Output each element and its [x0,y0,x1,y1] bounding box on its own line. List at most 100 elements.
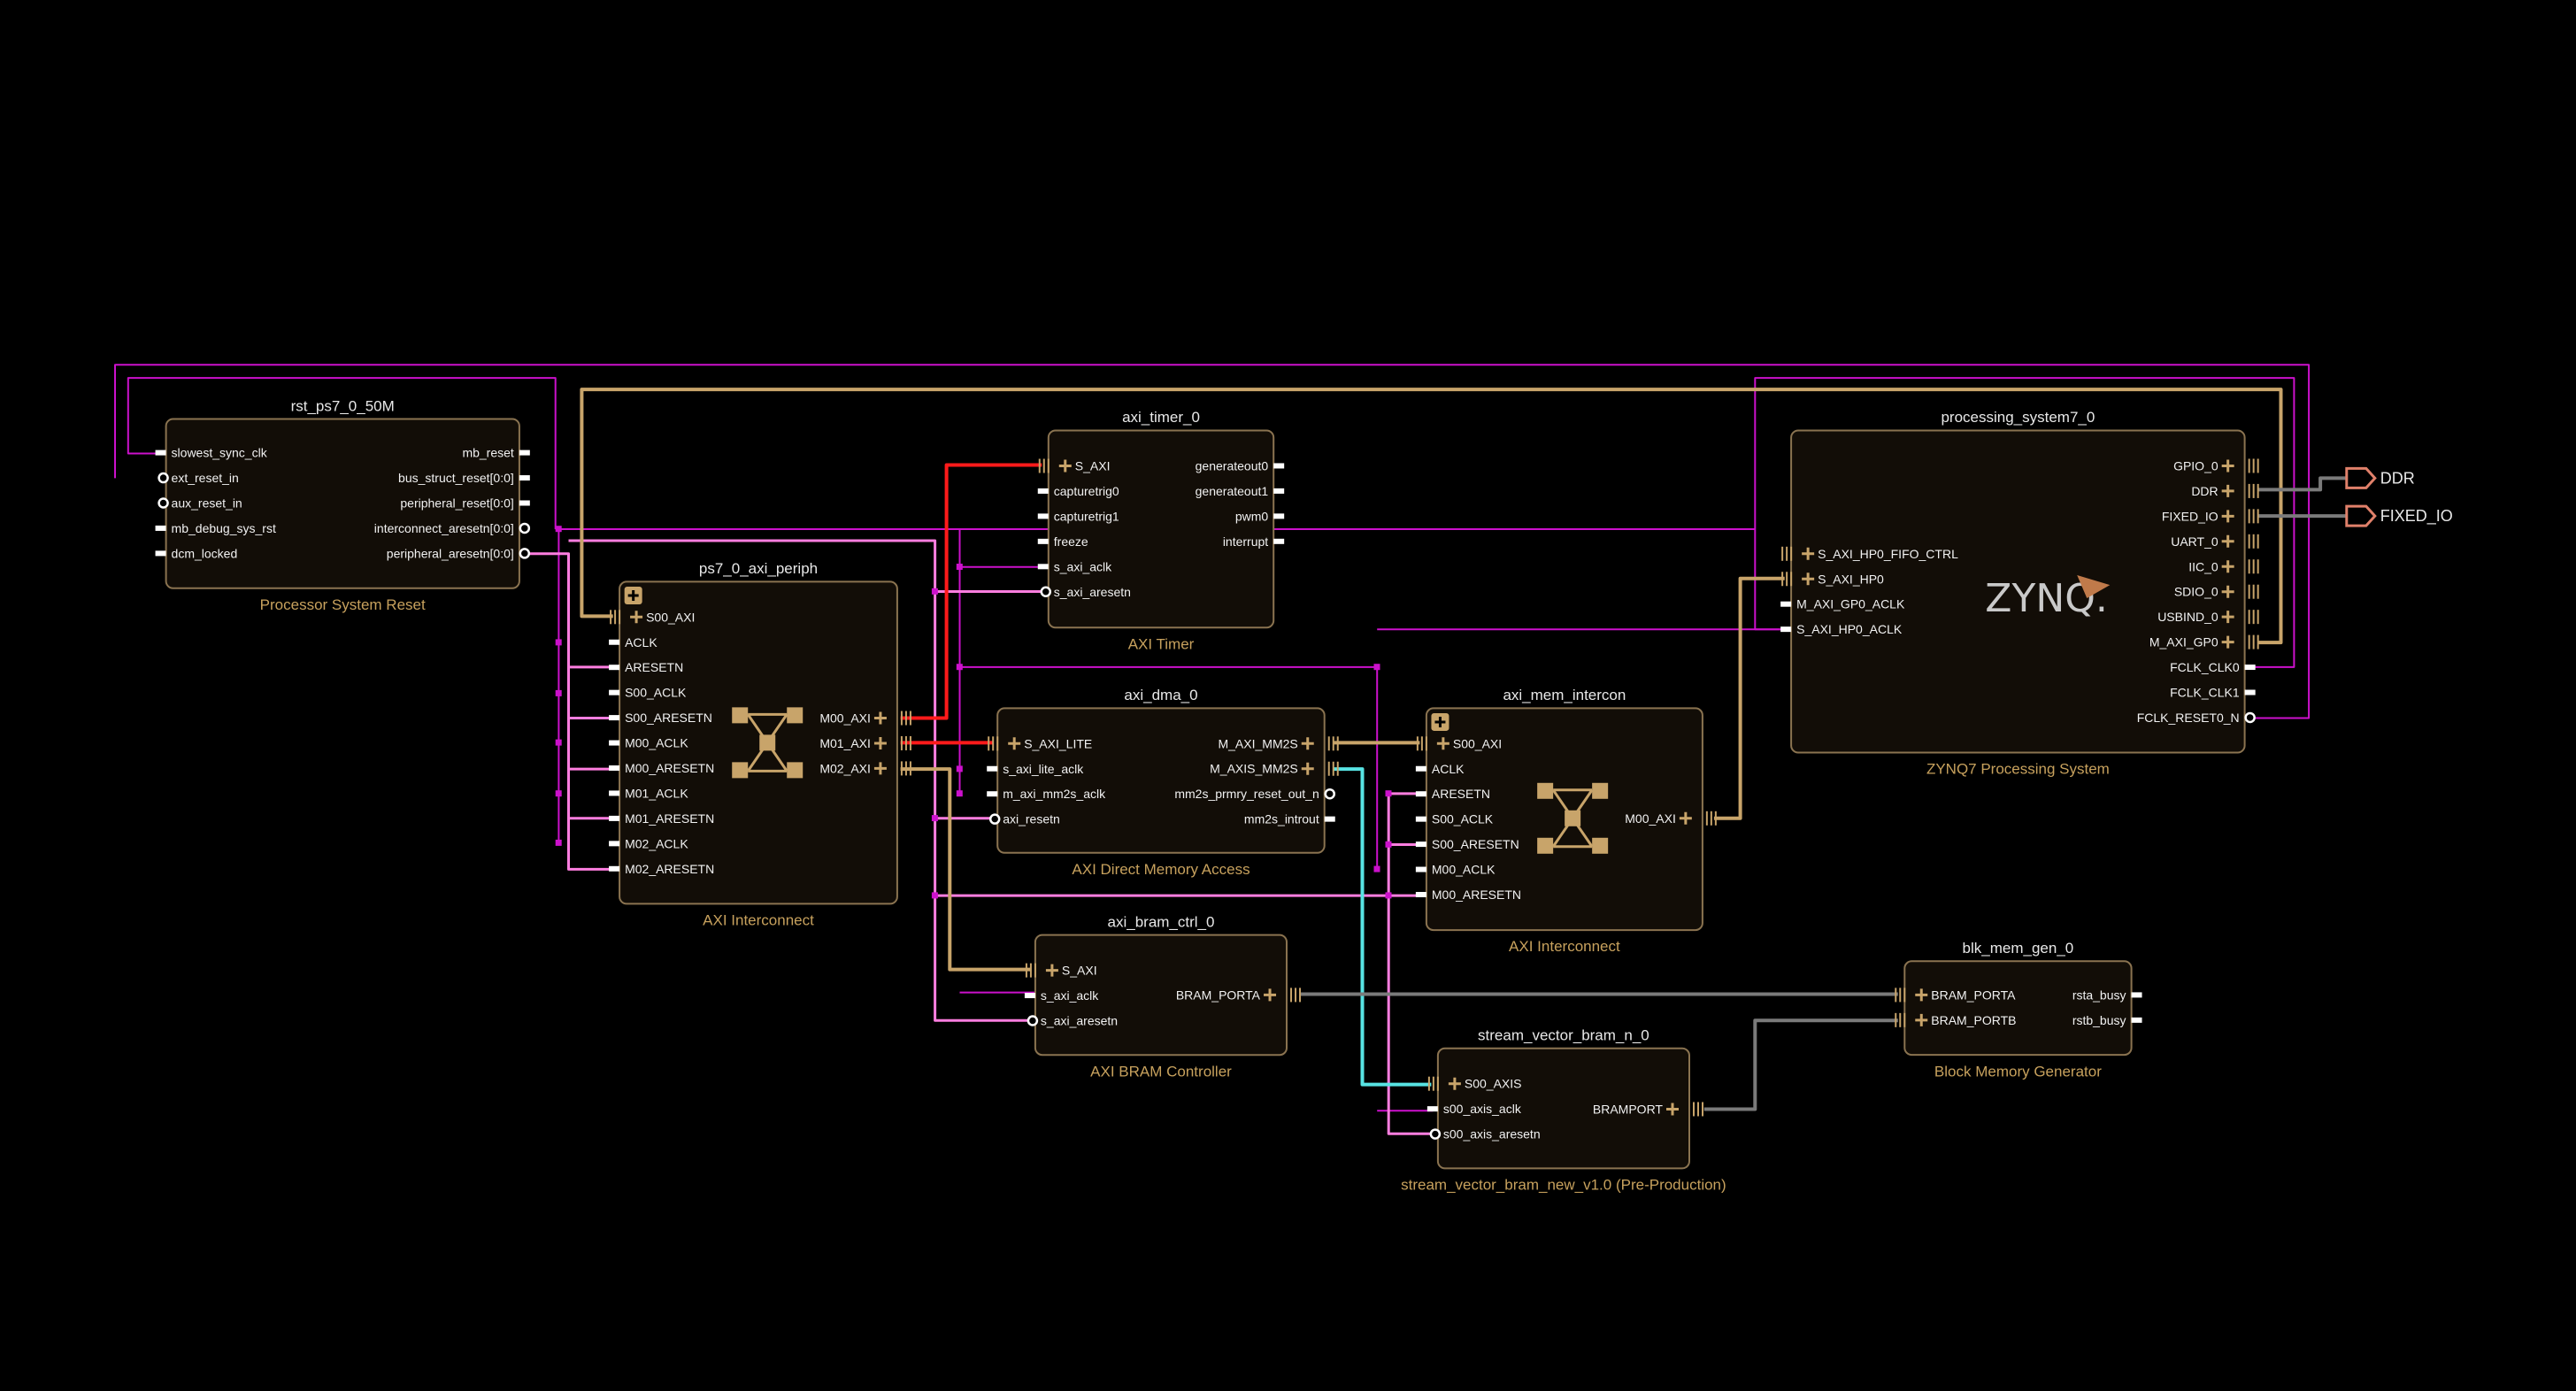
bus-plus-icon [2221,510,2234,523]
axis-stream-bus[interactable] [1333,767,1432,1087]
m-axi-gp0-bus[interactable] [580,388,2283,645]
peripheral-aresetn-net[interactable] [568,539,1035,1022]
port-pin[interactable] [519,500,530,506]
port-pin-active-low[interactable] [158,472,169,484]
block-body[interactable] [1425,707,1703,932]
external-port-fixed_io[interactable]: FIXED_IO [2345,504,2453,527]
port-pin[interactable] [155,450,166,456]
port-pin-active-low[interactable] [1324,788,1335,800]
external-port-icon[interactable] [2345,504,2377,527]
crossbar-icon [732,707,804,779]
port-pin[interactable] [1780,601,1792,607]
block-body[interactable] [1047,429,1275,629]
port-pin[interactable] [2244,665,2256,671]
port-pin[interactable] [1324,816,1335,822]
port-label: S_AXI_HP0_FIFO_CTRL [1818,547,1958,561]
port-pin[interactable] [1273,463,1285,469]
external-port-icon[interactable] [2345,466,2377,489]
clock-net-rst[interactable] [127,377,557,529]
port-label: slowest_sync_clk [172,446,268,460]
port-pin[interactable] [1415,866,1426,872]
port-pin[interactable] [609,715,620,721]
block-subtitle: ZYNQ7 Processing System [1926,761,2110,778]
port-pin[interactable] [609,790,620,796]
port-pin[interactable] [609,865,620,872]
port-pin[interactable] [1426,1106,1438,1112]
mem-to-hp0-bus[interactable] [1713,576,1785,820]
port-pin[interactable] [1415,765,1426,772]
port-pin-active-low[interactable] [1429,1128,1442,1140]
port-pin[interactable] [609,639,620,645]
port-label: peripheral_reset[0:0] [400,496,513,511]
external-port-ddr[interactable]: DDR [2345,466,2415,489]
port-pin[interactable] [609,765,620,771]
port-pin[interactable] [1024,993,1035,999]
periph-reset-net[interactable] [522,552,620,871]
port-label: mm2s_introut [1244,812,1319,826]
m02-axi-bus[interactable] [900,767,1031,972]
port-label: dcm_locked [172,546,238,560]
port-pin[interactable] [1273,538,1285,544]
port-pin[interactable] [1273,513,1285,519]
block-body[interactable] [996,707,1326,854]
port-pin[interactable] [609,740,620,746]
port-pin[interactable] [2131,992,2142,998]
block-body[interactable] [1903,960,2133,1057]
port-pin[interactable] [1037,564,1049,570]
port-pin[interactable] [2131,1017,2142,1023]
bus-plus-icon [630,611,643,624]
ddr-bus[interactable] [2257,476,2347,492]
port-pin-active-low[interactable] [1027,1015,1039,1026]
port-label: s_axi_lite_aclk [1003,762,1084,776]
m00-axi-lite-bus[interactable] [900,463,1042,720]
port-pin[interactable] [609,689,620,696]
port-pin[interactable] [1415,842,1426,848]
port-pin[interactable] [1037,513,1049,519]
reset-feedback-net[interactable] [114,364,2311,719]
port-pin-active-low[interactable] [519,522,531,534]
reset-to-svb[interactable] [1387,793,1438,1135]
port-pin[interactable] [1273,488,1285,494]
port-pin[interactable] [519,475,530,481]
port-pin[interactable] [987,791,998,797]
port-pin[interactable] [1037,488,1049,494]
port-pin-active-low[interactable] [519,548,531,559]
port-pin[interactable] [2244,689,2256,696]
port-pin-active-low[interactable] [2244,711,2256,724]
block-body[interactable] [1436,1047,1691,1170]
block-title: ps7_0_axi_periph [699,560,818,577]
port-pin[interactable] [609,841,620,847]
port-pin-active-low[interactable] [158,497,169,509]
port-label: UART_0 [2171,534,2218,549]
port-label: aux_reset_in [172,496,242,511]
port-pin-active-low[interactable] [1040,586,1052,597]
port-pin[interactable] [987,765,998,772]
block-svb[interactable]: stream_vector_bram_n_0stream_vector_bram… [1401,1027,1726,1194]
port-pin[interactable] [609,815,620,821]
port-pin[interactable] [155,550,166,557]
bram-portb-bus[interactable] [1703,1018,1898,1111]
port-pin[interactable] [1415,816,1426,822]
port-pin[interactable] [1415,791,1426,797]
port-pin[interactable] [519,450,530,456]
port-pin[interactable] [1415,892,1426,897]
port-pin[interactable] [1780,626,1792,633]
bus-plus-icon [1045,964,1058,977]
port-pin-active-low[interactable] [988,813,1001,825]
port-pin[interactable] [609,665,620,671]
port-pin[interactable] [1037,538,1049,544]
port-pin[interactable] [155,525,166,531]
zynq-logo-mark-icon [2077,575,2111,598]
block-body[interactable] [1790,429,2246,754]
block-body[interactable] [619,580,898,905]
